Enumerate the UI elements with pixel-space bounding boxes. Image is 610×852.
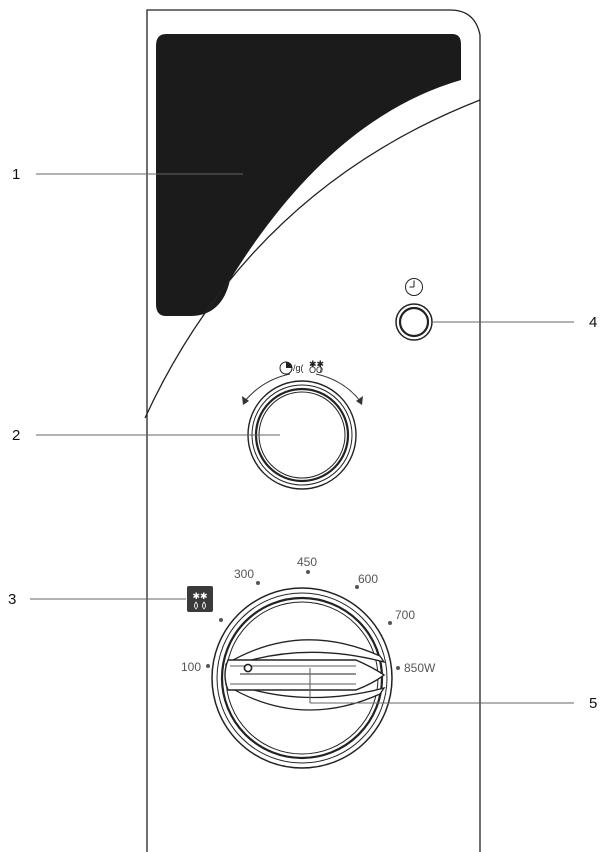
power-scale-dots bbox=[206, 570, 400, 670]
timer-weight-dial[interactable] bbox=[247, 380, 357, 490]
clock-icon bbox=[405, 278, 423, 296]
defrost-icon: ✱✱ bbox=[187, 586, 213, 612]
mini-drops-icon: ÕÕ bbox=[309, 365, 323, 375]
callout-5: 5 bbox=[589, 695, 597, 712]
rotation-arrows bbox=[242, 373, 363, 405]
panel-outline bbox=[146, 9, 481, 852]
power-indicator-dot bbox=[243, 663, 253, 673]
symbol-close-paren: ) bbox=[319, 363, 322, 373]
power-label-850w: 850W bbox=[404, 661, 436, 675]
power-label-100: 100 bbox=[181, 660, 201, 674]
clock-button[interactable] bbox=[395, 303, 433, 341]
callout-4: 4 bbox=[589, 314, 597, 331]
power-label-450: 450 bbox=[297, 555, 317, 569]
power-label-600: 600 bbox=[358, 572, 378, 586]
power-label-700: 700 bbox=[395, 608, 415, 622]
timer-weight-symbol-text: /g( bbox=[293, 363, 304, 373]
panel-curve bbox=[144, 99, 481, 419]
mini-snowflake-icon: ✱✱ bbox=[309, 359, 324, 369]
callout-1: 1 bbox=[12, 166, 20, 183]
callout-3: 3 bbox=[8, 591, 16, 608]
power-label-300: 300 bbox=[234, 567, 254, 581]
timer-weight-symbol: /g( ✱✱ ÕÕ ) bbox=[279, 359, 324, 375]
svg-text:✱✱: ✱✱ bbox=[192, 592, 207, 602]
display-window bbox=[156, 34, 461, 316]
leader-lines bbox=[30, 173, 574, 704]
callout-2: 2 bbox=[12, 427, 20, 444]
